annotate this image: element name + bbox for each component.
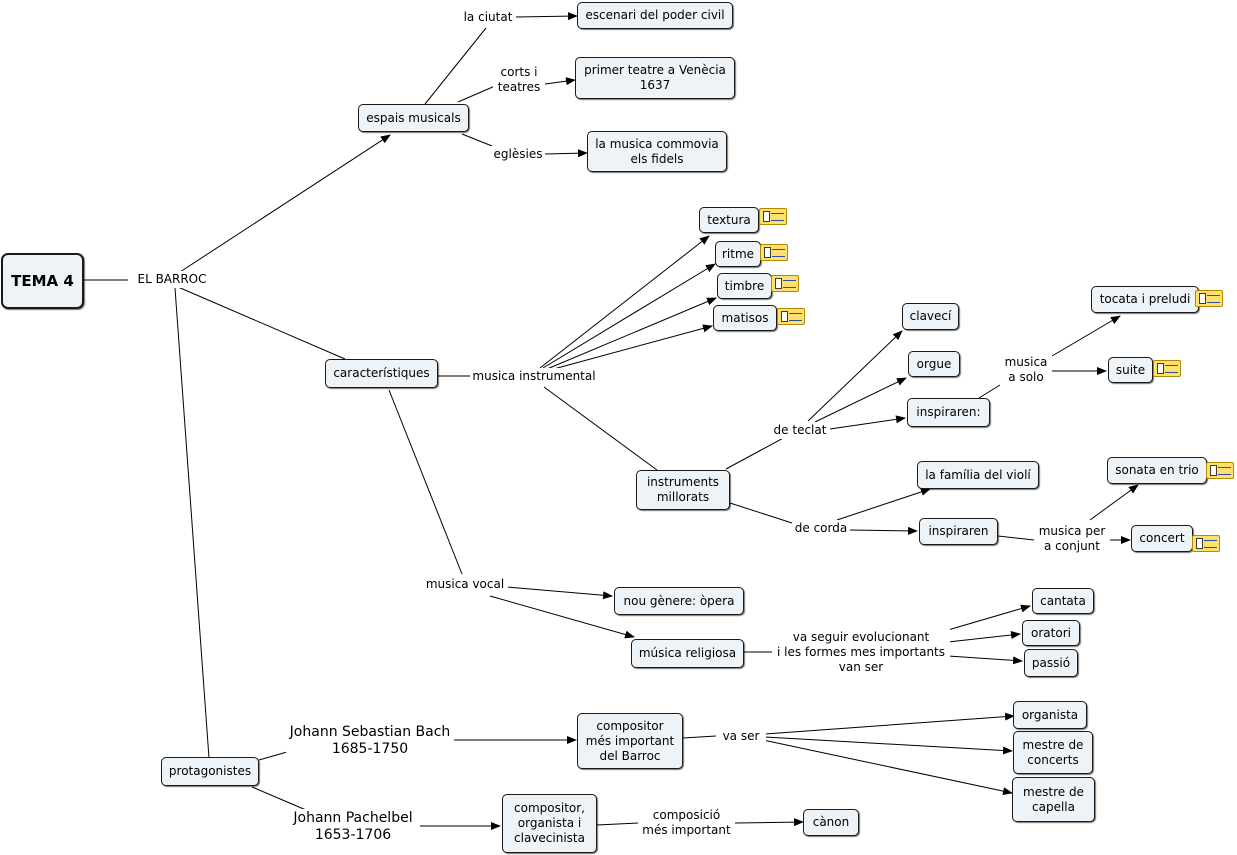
label-musica-a-conjunt: musica per a conjunt: [1034, 523, 1110, 555]
node-matisos[interactable]: matisos: [713, 305, 777, 331]
node-ritme[interactable]: ritme: [715, 241, 761, 267]
note-attachment-icon[interactable]: [1206, 462, 1234, 479]
node-mestre-concerts[interactable]: mestre de concerts: [1013, 731, 1093, 774]
label-va-seguir-evolucionant: va seguir evolucionant i les formes mes …: [772, 629, 950, 675]
node-musica-religiosa[interactable]: música religiosa: [631, 639, 744, 668]
label-johann-sebastian-bach: Johann Sebastian Bach 1685-1750: [286, 723, 454, 759]
node-cantata[interactable]: cantata: [1032, 588, 1094, 614]
node-concert[interactable]: concert: [1131, 525, 1193, 552]
node-protagonistes[interactable]: protagonistes: [161, 757, 259, 786]
node-instruments-millorats[interactable]: instruments millorats: [636, 470, 730, 510]
note-attachment-icon[interactable]: [1153, 360, 1181, 377]
node-orgue[interactable]: orgue: [908, 351, 960, 377]
node-primer-teatre-venecia[interactable]: primer teatre a Venècia 1637: [575, 57, 735, 99]
note-attachment-icon[interactable]: [759, 208, 787, 225]
note-attachment-icon[interactable]: [760, 244, 788, 261]
node-compositor-bach[interactable]: compositor més important del Barroc: [577, 713, 683, 769]
label-el-barroc: EL BARROC: [128, 271, 216, 288]
node-espais-musicals[interactable]: espais musicals: [358, 104, 469, 132]
label-composicio-mes-important: composició més important: [638, 807, 735, 839]
node-inspiraren-corda[interactable]: inspiraren: [919, 518, 998, 545]
node-inspiraren-teclat[interactable]: inspiraren:: [907, 398, 990, 427]
node-passio[interactable]: passió: [1024, 649, 1078, 677]
label-musica-a-solo: musica a solo: [1000, 354, 1052, 386]
node-claveci[interactable]: clavecí: [902, 303, 959, 330]
node-escenari-poder-civil[interactable]: escenari del poder civil: [577, 2, 733, 29]
label-va-ser: va ser: [716, 728, 766, 745]
node-mestre-capella[interactable]: mestre de capella: [1012, 777, 1095, 822]
note-attachment-icon[interactable]: [1195, 290, 1223, 307]
note-attachment-icon[interactable]: [777, 308, 805, 325]
label-la-ciutat: la ciutat: [460, 9, 516, 26]
label-corts-teatres: corts i teatres: [493, 64, 545, 96]
node-suite[interactable]: suite: [1108, 357, 1153, 383]
node-familia-violi[interactable]: la família del violí: [917, 461, 1039, 489]
label-de-corda: de corda: [792, 520, 850, 537]
node-canon[interactable]: cànon: [803, 809, 859, 836]
label-musica-vocal: musica vocal: [422, 576, 508, 593]
node-caracteristiques[interactable]: característiques: [325, 359, 438, 388]
node-sonata-trio[interactable]: sonata en trio: [1107, 457, 1207, 484]
node-compositor-pachelbel[interactable]: compositor, organista i clavecinista: [502, 794, 597, 853]
node-textura[interactable]: textura: [699, 207, 759, 233]
node-organista[interactable]: organista: [1013, 701, 1087, 729]
label-esglesies: eglèsies: [491, 146, 545, 163]
node-oratori[interactable]: oratori: [1022, 620, 1080, 646]
node-tocata-preludi[interactable]: tocata i preludi: [1091, 286, 1199, 313]
note-attachment-icon[interactable]: [1192, 535, 1220, 552]
note-attachment-icon[interactable]: [771, 275, 799, 292]
label-musica-instrumental: musica instrumental: [470, 368, 598, 385]
root-node-tema-4[interactable]: TEMA 4: [1, 253, 84, 309]
label-johann-pachelbel: Johann Pachelbel 1653-1706: [286, 809, 420, 845]
node-nou-genere-opera[interactable]: nou gènere: òpera: [614, 587, 744, 615]
label-de-teclat: de teclat: [770, 422, 830, 439]
node-timbre[interactable]: timbre: [717, 273, 772, 299]
node-musica-commovia[interactable]: la musica commovia els fidels: [587, 131, 727, 172]
